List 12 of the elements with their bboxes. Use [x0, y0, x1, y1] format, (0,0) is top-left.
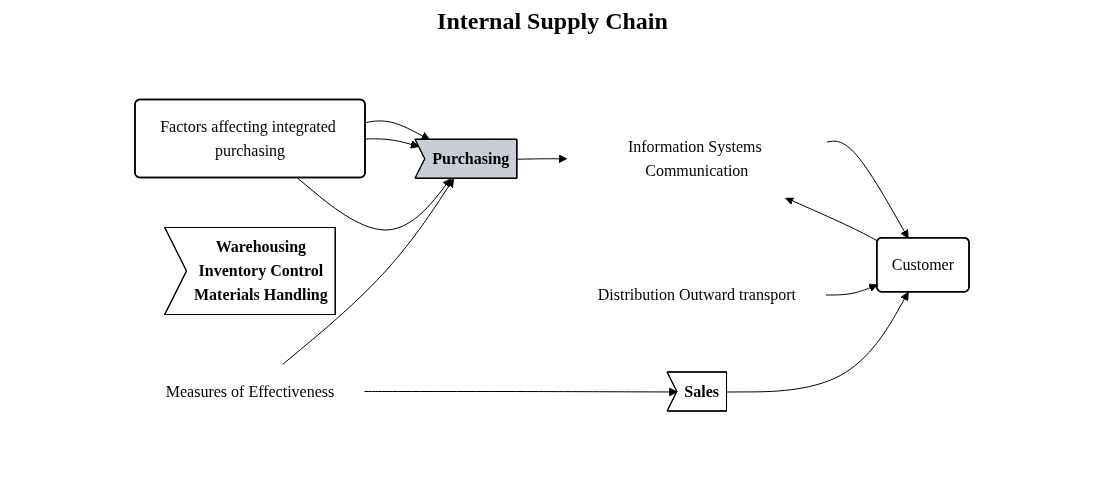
arrow — [365, 138, 420, 149]
node-text: Distribution Outward transport — [598, 286, 797, 303]
node-text: Information Systems Communication — [628, 137, 763, 179]
node-text: Measures of Effectiveness — [166, 382, 335, 400]
arrow — [365, 120, 431, 141]
arrow — [727, 291, 910, 393]
arrow — [826, 140, 910, 239]
arrow — [297, 177, 452, 231]
arrow — [282, 178, 455, 365]
arrow — [517, 154, 568, 164]
diagram-title: Internal Supply Chain — [436, 8, 669, 35]
arrow — [785, 196, 879, 242]
